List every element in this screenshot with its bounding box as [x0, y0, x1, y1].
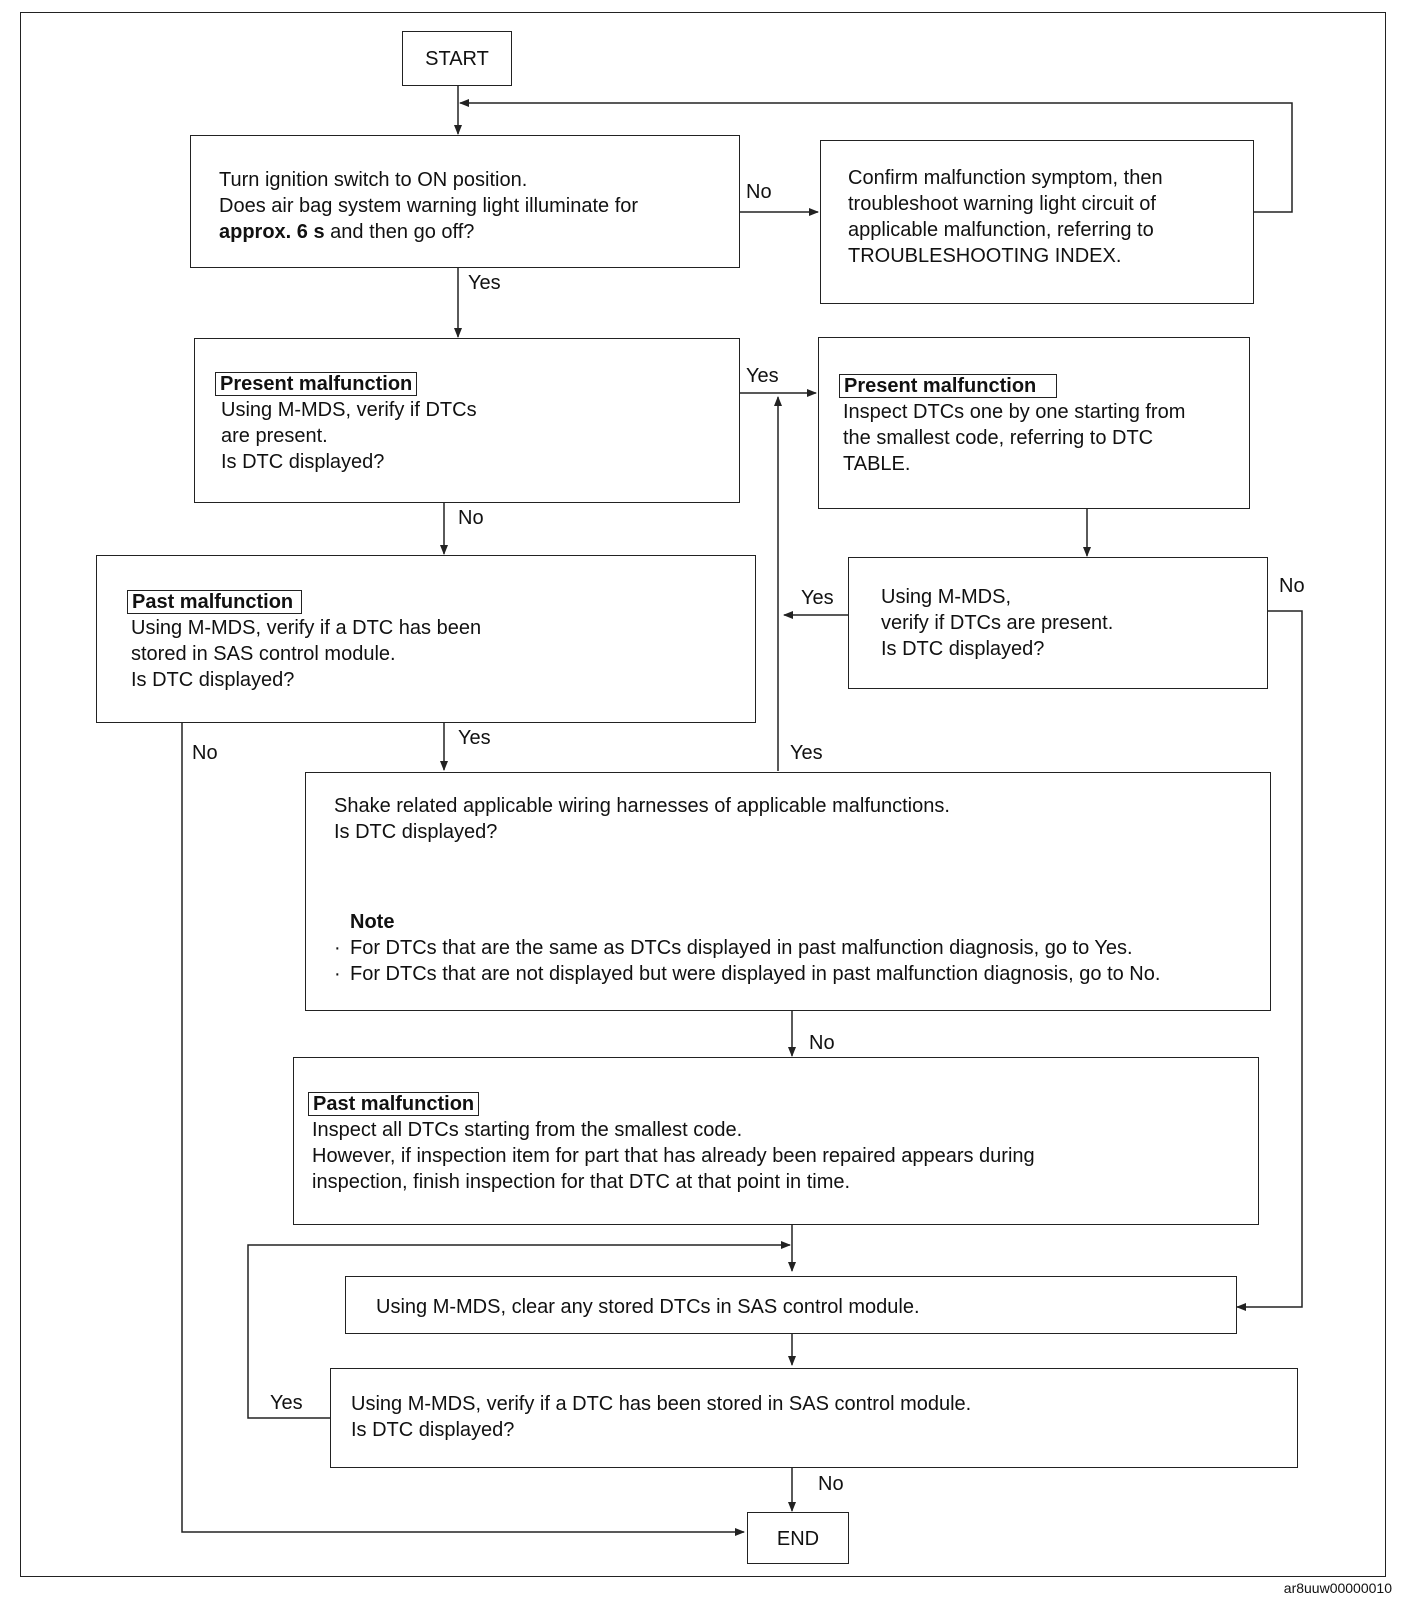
confirm-line3: applicable malfunction, referring to — [848, 219, 1154, 241]
flowchart-frame — [20, 12, 1386, 1577]
reverify-line1: Using M-MDS, — [881, 586, 1012, 608]
figure-code: ar8uuw00000010 — [1283, 1580, 1392, 1596]
past-verify-box: Past malfunction Using M-MDS, verify if … — [96, 555, 756, 723]
ignition-line2: Does air bag system warning light illumi… — [219, 195, 639, 217]
ignition-line3-rest: and then go off? — [324, 221, 475, 243]
ignition-line1: Turn ignition switch to ON position. — [219, 169, 528, 191]
note-item-2: ·For DTCs that are not displayed but wer… — [334, 963, 1161, 985]
final-verify-line2: Is DTC displayed? — [351, 1419, 515, 1441]
reverify-text: Using M-MDS, verify if DTCs are present.… — [881, 584, 1113, 662]
present-inspect-line2: the smallest code, referring to DTC — [843, 427, 1154, 449]
shake-line2: Is DTC displayed? — [334, 821, 498, 843]
past-inspect-box: Past malfunction Inspect all DTCs starti… — [293, 1057, 1259, 1225]
label-ignition-yes: Yes — [468, 272, 501, 294]
shake-note: Note ·For DTCs that are the same as DTCs… — [334, 909, 1160, 987]
present-inspect-box: Present malfunction Inspect DTCs one by … — [818, 337, 1250, 509]
confirm-line4: TROUBLESHOOTING INDEX. — [848, 245, 1122, 267]
label-ignition-no: No — [746, 181, 772, 203]
confirm-line1: Confirm malfunction symptom, then — [848, 167, 1163, 189]
past-verify-line3: Is DTC displayed? — [131, 669, 295, 691]
present-inspect-tag: Present malfunction — [839, 374, 1058, 398]
final-verify-line1: Using M-MDS, verify if a DTC has been st… — [351, 1393, 972, 1415]
arrow-past-no — [181, 723, 745, 1536]
reverify-box: Using M-MDS, verify if DTCs are present.… — [848, 557, 1268, 689]
arrow-reverify-no — [1236, 610, 1303, 1311]
arrow-final-yes — [247, 1241, 791, 1419]
present-verify-text: Present malfunction Using M-MDS, verify … — [215, 371, 477, 475]
confirm-symptom-box: Confirm malfunction symptom, then troubl… — [820, 140, 1254, 304]
label-shake-yes: Yes — [790, 742, 823, 764]
label-final-no: No — [818, 1473, 844, 1495]
past-inspect-line1: Inspect all DTCs starting from the small… — [312, 1119, 743, 1141]
label-past-no: No — [192, 742, 218, 764]
ignition-check-box: Turn ignition switch to ON position. Doe… — [190, 135, 740, 268]
shake-line1: Shake related applicable wiring harnesse… — [334, 795, 950, 817]
present-inspect-line1: Inspect DTCs one by one starting from — [843, 401, 1186, 423]
note-item-1-text: For DTCs that are the same as DTCs displ… — [350, 937, 1133, 959]
note-item-1: ·For DTCs that are the same as DTCs disp… — [334, 937, 1133, 959]
start-label: START — [425, 48, 489, 70]
label-shake-no: No — [809, 1032, 835, 1054]
ignition-line3: approx. 6 s and then go off? — [219, 219, 638, 245]
arrow-confirm-loop — [459, 99, 1293, 213]
reverify-line2: verify if DTCs are present. — [881, 612, 1114, 634]
label-past-yes: Yes — [458, 727, 491, 749]
present-inspect-text: Present malfunction Inspect DTCs one by … — [839, 373, 1185, 477]
ignition-bold-duration: approx. 6 s — [219, 221, 325, 243]
past-verify-line2: stored in SAS control module. — [131, 643, 396, 665]
reverify-line3: Is DTC displayed? — [881, 638, 1045, 660]
present-verify-tag: Present malfunction — [215, 372, 418, 396]
clear-line1: Using M-MDS, clear any stored DTCs in SA… — [376, 1296, 920, 1318]
label-final-yes: Yes — [270, 1392, 303, 1414]
end-label: END — [776, 1528, 820, 1550]
present-verify-box: Present malfunction Using M-MDS, verify … — [194, 338, 740, 503]
end-node: END — [747, 1512, 849, 1564]
present-verify-line3: Is DTC displayed? — [221, 451, 385, 473]
label-present-yes: Yes — [746, 365, 779, 387]
past-verify-text: Past malfunction Using M-MDS, verify if … — [127, 589, 481, 693]
label-reverify-yes: Yes — [801, 587, 834, 609]
past-inspect-tag: Past malfunction — [308, 1092, 480, 1116]
note-item-2-text: For DTCs that are not displayed but were… — [350, 963, 1161, 985]
label-present-no: No — [458, 507, 484, 529]
past-inspect-line3: inspection, finish inspection for that D… — [312, 1171, 851, 1193]
confirm-text: Confirm malfunction symptom, then troubl… — [848, 165, 1163, 269]
note-title: Note — [350, 911, 395, 933]
past-verify-line1: Using M-MDS, verify if a DTC has been — [131, 617, 482, 639]
ignition-text: Turn ignition switch to ON position. Doe… — [219, 167, 638, 245]
clear-dtc-box: Using M-MDS, clear any stored DTCs in SA… — [345, 1276, 1237, 1334]
past-verify-tag: Past malfunction — [127, 590, 303, 614]
shake-harness-box: Shake related applicable wiring harnesse… — [305, 772, 1271, 1011]
shake-text: Shake related applicable wiring harnesse… — [334, 793, 950, 845]
present-inspect-line3: TABLE. — [843, 453, 911, 475]
present-verify-line2: are present. — [221, 425, 328, 447]
confirm-line2: troubleshoot warning light circuit of — [848, 193, 1156, 215]
past-inspect-text: Past malfunction Inspect all DTCs starti… — [308, 1091, 1035, 1195]
start-node: START — [402, 31, 512, 86]
final-verify-box: Using M-MDS, verify if a DTC has been st… — [330, 1368, 1298, 1468]
final-verify-text: Using M-MDS, verify if a DTC has been st… — [351, 1391, 971, 1443]
label-reverify-no: No — [1279, 575, 1305, 597]
past-inspect-line2: However, if inspection item for part tha… — [312, 1145, 1035, 1167]
present-verify-line1: Using M-MDS, verify if DTCs — [221, 399, 477, 421]
